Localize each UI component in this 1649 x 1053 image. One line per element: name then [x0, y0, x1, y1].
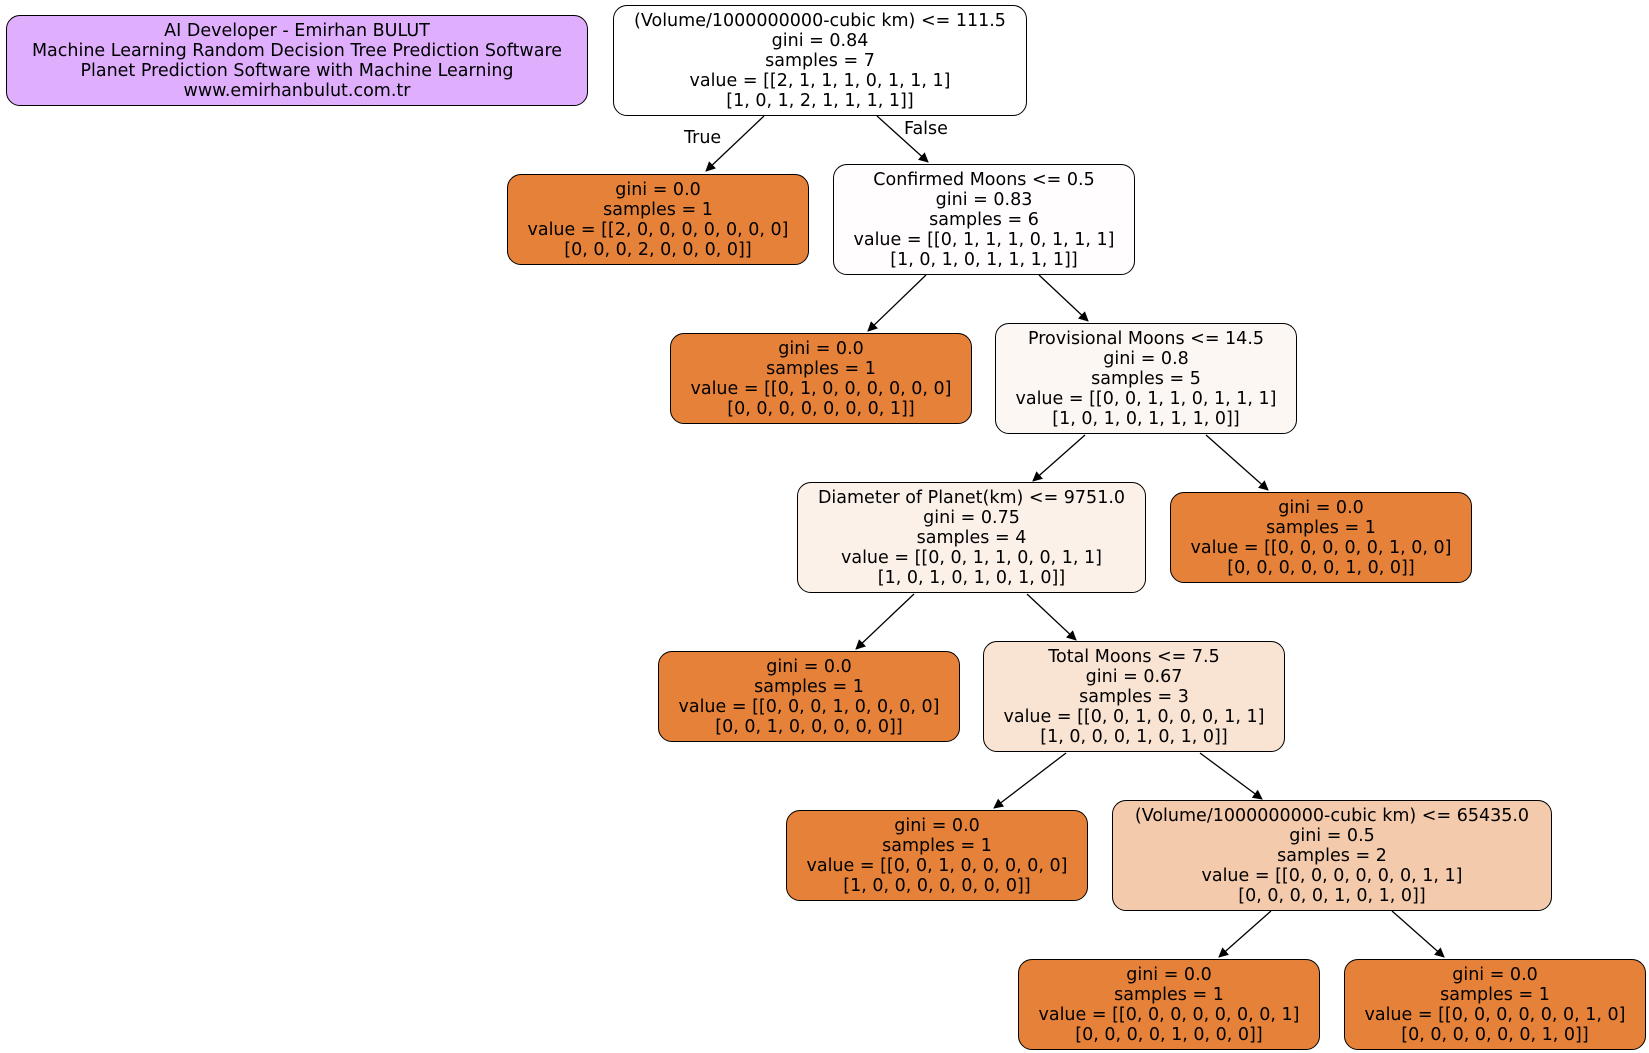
edge-n10-n12	[1391, 910, 1445, 958]
node-gini: gini = 0.0	[894, 815, 980, 836]
tree-node-diameter: Diameter of Planet(km) <= 9751.0 gini = …	[797, 482, 1146, 593]
node-samples: samples = 5	[1091, 368, 1201, 389]
node-value-row-2: [1, 0, 1, 0, 1, 1, 1, 0]]	[1052, 408, 1240, 429]
node-gini: gini = 0.84	[771, 30, 869, 51]
node-split-condition: Confirmed Moons <= 0.5	[873, 169, 1095, 190]
tree-leaf-7: gini = 0.0 samples = 1 value = [[0, 0, 0…	[658, 651, 960, 742]
edge-n8-n9	[993, 752, 1067, 809]
node-gini: gini = 0.0	[615, 179, 701, 200]
node-value-row-2: [0, 0, 0, 0, 0, 1, 0, 0]]	[1227, 557, 1415, 578]
node-samples: samples = 6	[929, 209, 1039, 230]
node-samples: samples = 1	[1114, 984, 1224, 1005]
tree-node-total-moons: Total Moons <= 7.5 gini = 0.67 samples =…	[983, 641, 1285, 752]
node-value-row-2: [1, 0, 0, 0, 0, 0, 0, 0]]	[843, 875, 1031, 896]
node-gini: gini = 0.0	[1452, 964, 1538, 985]
edge-label-true: True	[684, 128, 722, 148]
node-value-row-2: [1, 0, 1, 0, 1, 0, 1, 0]]	[877, 567, 1066, 588]
info-line-author: AI Developer - Emirhan BULUT	[164, 20, 430, 41]
info-box: AI Developer - Emirhan BULUT Machine Lea…	[6, 15, 588, 106]
tree-node-volume-65435: (Volume/1000000000-cubic km) <= 65435.0 …	[1112, 800, 1552, 911]
node-split-condition: (Volume/1000000000-cubic km) <= 65435.0	[1134, 805, 1530, 826]
tree-node-provisional-moons: Provisional Moons <= 14.5 gini = 0.8 sam…	[995, 323, 1297, 434]
node-value-row-2: [0, 0, 0, 0, 0, 0, 0, 1]]	[727, 398, 915, 419]
edge-n6-n7	[855, 593, 915, 650]
tree-leaf-12: gini = 0.0 samples = 1 value = [[0, 0, 0…	[1344, 959, 1646, 1050]
node-value-row-1: value = [[0, 1, 0, 0, 0, 0, 0, 0]	[690, 378, 952, 399]
node-value-row-2: [1, 0, 1, 2, 1, 1, 1, 1]]	[726, 90, 914, 111]
node-split-condition: Total Moons <= 7.5	[1048, 646, 1220, 667]
node-value-row-1: value = [[0, 0, 0, 0, 0, 0, 1, 0]	[1364, 1004, 1626, 1025]
node-value-row-1: value = [[0, 0, 0, 0, 0, 1, 0, 0]	[1190, 537, 1452, 558]
node-gini: gini = 0.67	[1085, 666, 1183, 687]
node-samples: samples = 1	[1266, 517, 1376, 538]
node-value-row-1: value = [[0, 0, 0, 0, 0, 0, 0, 1]	[1038, 1004, 1300, 1025]
node-value-row-2: [1, 0, 0, 0, 1, 0, 1, 0]]	[1040, 726, 1228, 747]
edge-n0-n1	[705, 115, 765, 172]
tree-leaf-1: gini = 0.0 samples = 1 value = [[2, 0, 0…	[507, 174, 809, 265]
node-samples: samples = 4	[916, 527, 1027, 548]
tree-leaf-9: gini = 0.0 samples = 1 value = [[0, 0, 1…	[786, 810, 1088, 901]
node-value-row-2: [0, 0, 0, 0, 0, 0, 1, 0]]	[1401, 1024, 1589, 1045]
node-gini: gini = 0.5	[1289, 825, 1375, 846]
info-line-description: Planet Prediction Software with Machine …	[80, 60, 514, 81]
node-gini: gini = 0.83	[935, 189, 1033, 210]
node-gini: gini = 0.75	[923, 507, 1020, 528]
node-value-row-1: value = [[2, 0, 0, 0, 0, 0, 0, 0]	[527, 219, 789, 240]
node-samples: samples = 1	[1440, 984, 1550, 1005]
node-value-row-1: value = [[0, 0, 0, 0, 0, 0, 1, 1]	[1201, 865, 1463, 886]
node-gini: gini = 0.0	[778, 338, 864, 359]
node-gini: gini = 0.0	[1278, 497, 1364, 518]
node-value-row-1: value = [[0, 0, 0, 1, 0, 0, 0, 0]	[678, 696, 940, 717]
node-gini: gini = 0.8	[1103, 348, 1189, 369]
node-samples: samples = 1	[603, 199, 713, 220]
tree-node-confirmed-moons: Confirmed Moons <= 0.5 gini = 0.83 sampl…	[833, 164, 1135, 275]
edge-n10-n11	[1218, 910, 1272, 958]
node-split-condition: (Volume/1000000000-cubic km) <= 111.5	[634, 10, 1006, 31]
edge-n6-n8	[1026, 593, 1077, 641]
node-samples: samples = 1	[766, 358, 876, 379]
node-value-row-2: [1, 0, 1, 0, 1, 1, 1, 1]]	[890, 249, 1078, 270]
tree-node-root: (Volume/1000000000-cubic km) <= 111.5 gi…	[613, 5, 1027, 116]
node-value-row-1: value = [[0, 0, 1, 1, 0, 0, 1, 1]	[840, 547, 1103, 568]
node-value-row-2: [0, 0, 1, 0, 0, 0, 0, 0]]	[715, 716, 903, 737]
tree-leaf-5: gini = 0.0 samples = 1 value = [[0, 0, 0…	[1170, 492, 1472, 583]
node-value-row-2: [0, 0, 0, 2, 0, 0, 0, 0]]	[564, 239, 752, 260]
node-value-row-1: value = [[0, 0, 1, 0, 0, 0, 1, 1]	[1003, 706, 1265, 727]
edge-label-false: False	[904, 119, 948, 139]
node-split-condition: Diameter of Planet(km) <= 9751.0	[817, 487, 1126, 508]
node-value-row-1: value = [[0, 0, 1, 0, 0, 0, 0, 0]	[806, 855, 1068, 876]
edge-n8-n10	[1199, 752, 1263, 800]
tree-leaf-3: gini = 0.0 samples = 1 value = [[0, 1, 0…	[670, 333, 972, 424]
edge-n4-n5	[1205, 434, 1269, 491]
node-split-condition: Provisional Moons <= 14.5	[1027, 328, 1265, 349]
info-line-website: www.emirhanbulut.com.tr	[183, 80, 411, 101]
node-samples: samples = 3	[1079, 686, 1189, 707]
node-gini: gini = 0.0	[766, 656, 852, 677]
node-value-row-2: [0, 0, 0, 0, 1, 0, 1, 0]]	[1238, 885, 1426, 906]
node-gini: gini = 0.0	[1126, 964, 1212, 985]
node-samples: samples = 1	[754, 676, 864, 697]
node-samples: samples = 2	[1277, 845, 1387, 866]
node-samples: samples = 7	[765, 50, 875, 71]
info-line-software: Machine Learning Random Decision Tree Pr…	[31, 40, 563, 61]
tree-leaf-11: gini = 0.0 samples = 1 value = [[0, 0, 0…	[1018, 959, 1320, 1050]
node-value-row-1: value = [[2, 1, 1, 1, 0, 1, 1, 1]	[689, 70, 951, 91]
edge-n0-n2	[876, 115, 929, 163]
edge-n2-n4	[1038, 274, 1089, 322]
node-samples: samples = 1	[882, 835, 992, 856]
edge-n4-n6	[1032, 434, 1086, 482]
node-value-row-2: [0, 0, 0, 0, 1, 0, 0, 0]]	[1075, 1024, 1263, 1045]
edge-n2-n3	[867, 274, 927, 332]
node-value-row-1: value = [[0, 1, 1, 1, 0, 1, 1, 1]	[853, 229, 1115, 250]
node-value-row-1: value = [[0, 0, 1, 1, 0, 1, 1, 1]	[1015, 388, 1277, 409]
